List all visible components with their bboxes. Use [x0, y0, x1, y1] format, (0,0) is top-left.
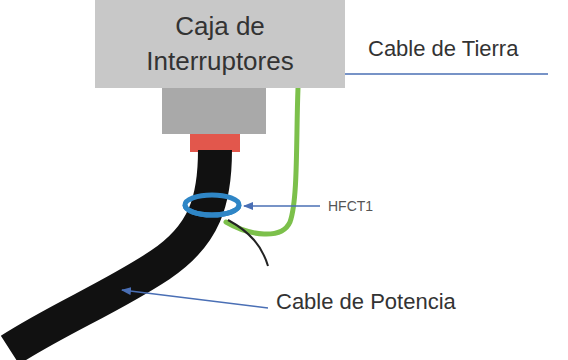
ground-cable-label: Cable de Tierra — [366, 36, 520, 62]
leader-arrow — [244, 205, 320, 207]
sensor-label: HFCT1 — [326, 198, 375, 214]
hfct-ring — [185, 195, 239, 215]
power-cable — [10, 150, 215, 350]
leader-arrow — [122, 290, 268, 308]
hfct-ring-front — [185, 205, 239, 215]
power-cable-label: Cable de Potencia — [274, 289, 458, 315]
cable-gland — [190, 134, 240, 152]
switch-box: Caja de Interruptores — [95, 0, 345, 88]
box-connector — [162, 88, 266, 134]
ground-wire — [226, 88, 298, 234]
drain-wire — [228, 220, 268, 266]
box-title: Caja de Interruptores — [125, 9, 315, 79]
